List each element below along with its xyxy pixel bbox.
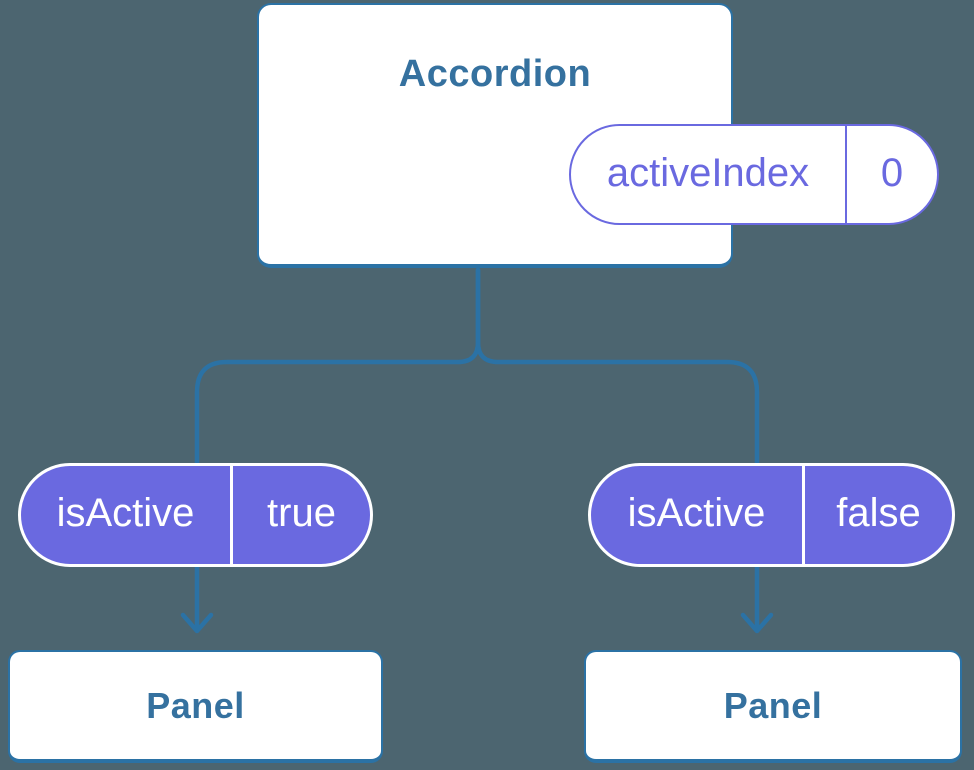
prop-pill-label: isActive [627,491,766,535]
down-arrow-icon [740,564,774,634]
panel-title: Panel [723,684,823,726]
branch-line-right [475,267,760,466]
branch-line-left [194,267,481,466]
prop-pill-value: false [802,466,952,564]
panel-title: Panel [146,684,245,726]
state-pill-value: 0 [845,126,937,223]
panel-component-box-left: Panel [8,650,383,763]
panel-component-box-right: Panel [584,650,962,763]
state-pill-label: activeIndex [606,150,810,195]
prop-pill-value: true [230,466,370,564]
state-pill: activeIndex 0 [569,124,939,225]
down-arrow-icon [180,564,214,634]
accordion-component-box: Accordion activeIndex 0 [257,3,939,268]
prop-pill-right: isActive false [588,463,955,567]
prop-pill-label: isActive [56,491,195,535]
prop-pill-left: isActive true [18,463,373,567]
accordion-title: Accordion [398,53,592,95]
